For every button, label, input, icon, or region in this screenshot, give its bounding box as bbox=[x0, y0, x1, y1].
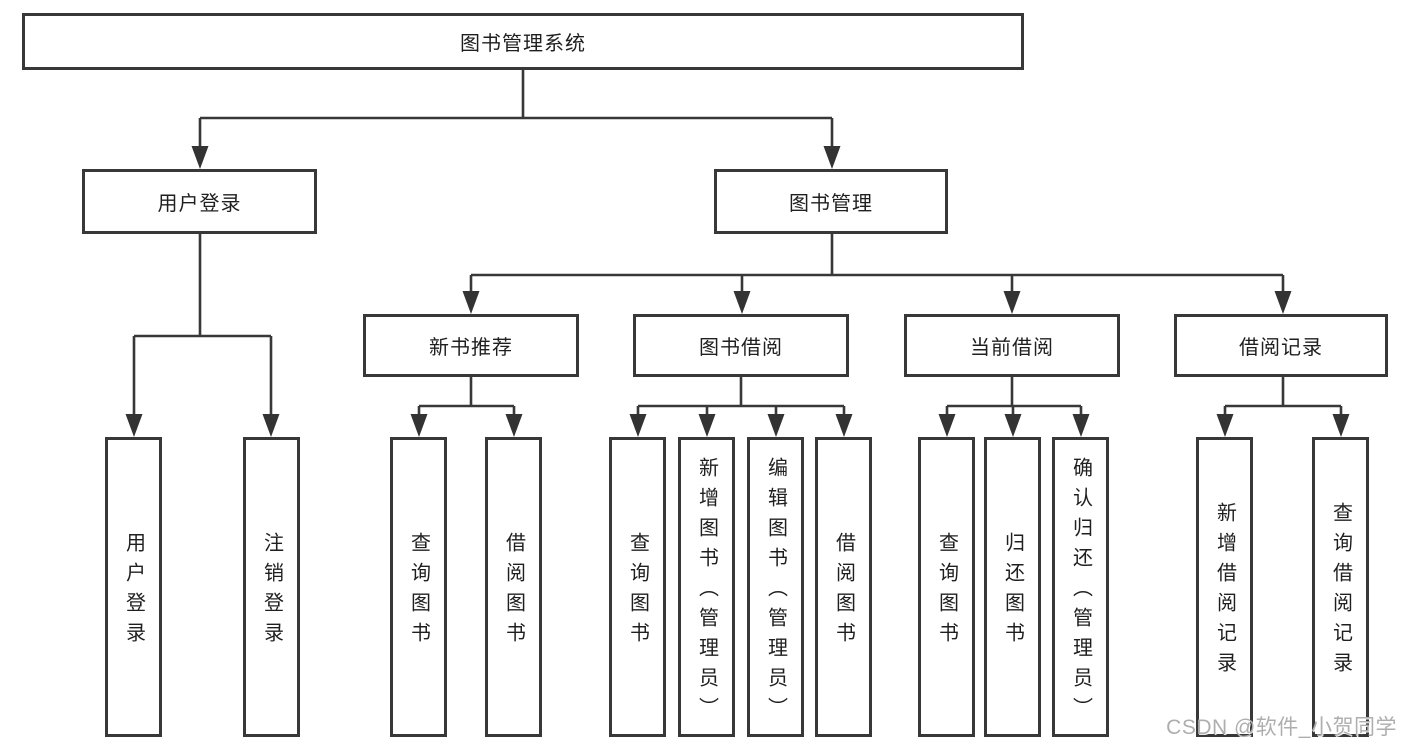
leaf-query-book-current: 查询图书 bbox=[918, 437, 975, 737]
node-label: 图书管理 bbox=[789, 193, 873, 215]
leaf-query-borrow-record: 查询借阅记录 bbox=[1312, 437, 1369, 737]
node-label: 编辑图书（管理员） bbox=[764, 457, 787, 727]
csdn-watermark: CSDN @软件_小贺同学 bbox=[1166, 716, 1397, 739]
node-label: 归还图书 bbox=[1001, 532, 1024, 652]
connector-root-to-level2 bbox=[191, 70, 841, 169]
node-label: 查询图书 bbox=[626, 532, 649, 652]
node-label: 注销登录 bbox=[260, 532, 283, 652]
node-root-system: 图书管理系统 bbox=[22, 13, 1024, 70]
node-label: 图书管理系统 bbox=[460, 33, 586, 55]
leaf-logout: 注销登录 bbox=[243, 437, 300, 737]
leaf-add-borrow-record: 新增借阅记录 bbox=[1196, 437, 1253, 737]
connector-newbook-to-leaves bbox=[410, 377, 523, 437]
node-label: 借阅记录 bbox=[1239, 337, 1323, 359]
node-new-book-recommend: 新书推荐 bbox=[363, 314, 579, 377]
leaf-query-book-recommend: 查询图书 bbox=[390, 437, 447, 737]
leaf-edit-book-admin: 编辑图书（管理员） bbox=[747, 437, 804, 737]
leaf-user-login: 用户登录 bbox=[105, 437, 162, 737]
node-label: 新增借阅记录 bbox=[1213, 502, 1236, 682]
node-book-management: 图书管理 bbox=[714, 169, 948, 234]
node-label: 借阅图书 bbox=[502, 532, 525, 652]
node-label: 查询图书 bbox=[407, 532, 430, 652]
leaf-confirm-return-admin: 确认归还（管理员） bbox=[1052, 437, 1109, 737]
node-label: 查询借阅记录 bbox=[1329, 502, 1352, 682]
node-book-borrow: 图书借阅 bbox=[633, 314, 849, 377]
node-label: 借阅图书 bbox=[832, 532, 855, 652]
node-label: 当前借阅 bbox=[970, 337, 1054, 359]
leaf-borrow-book-recommend: 借阅图书 bbox=[485, 437, 542, 737]
connector-bookborrow-to-leaves bbox=[629, 377, 853, 437]
node-label: 新增图书（管理员） bbox=[695, 457, 718, 727]
node-current-borrow: 当前借阅 bbox=[904, 314, 1120, 377]
node-label: 新书推荐 bbox=[429, 337, 513, 359]
leaf-query-book-borrow: 查询图书 bbox=[609, 437, 666, 737]
connector-borrowrecords-to-leaves bbox=[1216, 377, 1350, 437]
node-label: 确认归还（管理员） bbox=[1069, 457, 1092, 727]
leaf-borrow-book: 借阅图书 bbox=[815, 437, 872, 737]
leaf-add-book-admin: 新增图书（管理员） bbox=[678, 437, 735, 737]
connector-bookmgmt-to-level3 bbox=[462, 234, 1292, 314]
node-label: 用户登录 bbox=[157, 193, 242, 215]
connector-currentborrow-to-leaves bbox=[938, 377, 1090, 437]
connector-userlogin-to-leaves bbox=[125, 234, 280, 437]
node-label: 查询图书 bbox=[935, 532, 958, 652]
leaf-return-book: 归还图书 bbox=[984, 437, 1041, 737]
node-label: 用户登录 bbox=[122, 532, 145, 652]
node-borrow-records: 借阅记录 bbox=[1174, 314, 1388, 377]
node-label: 图书借阅 bbox=[699, 337, 783, 359]
node-user-login: 用户登录 bbox=[82, 169, 317, 234]
